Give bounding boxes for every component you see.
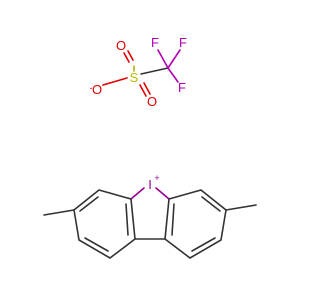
right-ring-inner-bond-c [171, 203, 175, 236]
left-ring [73, 189, 136, 259]
chemical-structure: O - S O O F F F I + [43, 35, 257, 259]
iodine-label: I [148, 177, 152, 192]
bond-s-o-top-double-a [123, 52, 130, 63]
bond-i-c-right [155, 187, 170, 200]
sulfur-label: S [130, 70, 139, 85]
right-methyl-bond [225, 204, 257, 211]
triflate-anion: O - S O O F F F [90, 35, 188, 109]
left-ring-inner-bond-b [84, 237, 109, 252]
fluorine-top-left-label: F [151, 35, 159, 50]
right-ring-inner-bond-b [191, 237, 216, 252]
dimethyl-dibenziodolium-cation: I + [43, 173, 257, 259]
bond-s-c [140, 67, 169, 75]
oxygen-bottom-label: O [147, 94, 157, 109]
oxygen-top-label: O [116, 38, 126, 53]
left-ring-inner-bond-a [79, 196, 99, 212]
bond-c-f-right [167, 67, 179, 83]
fluorine-right-label: F [178, 80, 186, 95]
right-ring-inner-bond-a [201, 196, 221, 212]
bond-c-f-top-right [167, 49, 181, 69]
right-ring [164, 189, 227, 259]
bond-o-s [102, 77, 128, 86]
iodine-charge-label: + [154, 173, 159, 183]
bond-s-o-top-double-b [127, 50, 134, 61]
left-ring-inner-bond-c [125, 203, 129, 236]
oxygen-minus-label: O [92, 82, 102, 97]
bond-i-c-left [130, 187, 145, 200]
fluorine-top-right-label: F [179, 35, 187, 50]
bond-c-f-top-left [157, 49, 169, 69]
bond-s-o-bottom-double-a [139, 84, 147, 97]
left-methyl-bond [43, 209, 75, 216]
bond-s-o-bottom-double-b [143, 82, 151, 95]
oxygen-charge-label: - [90, 83, 93, 93]
